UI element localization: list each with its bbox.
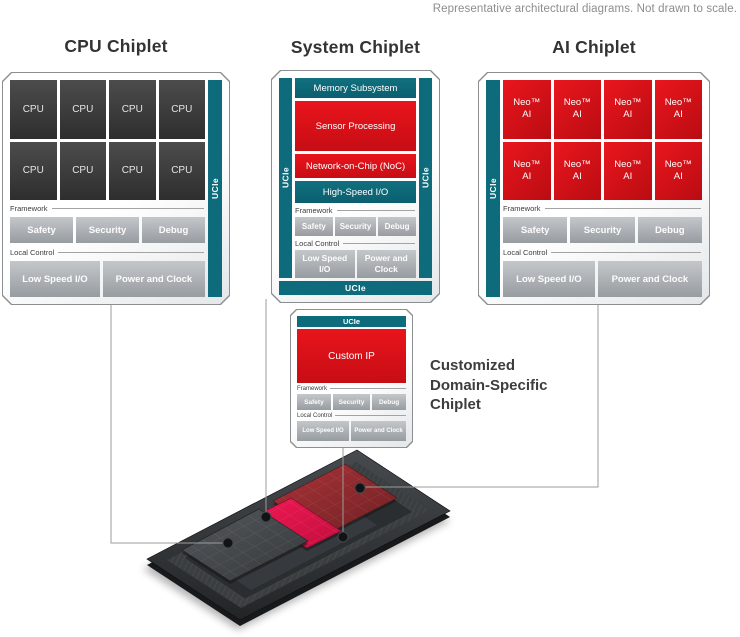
dot-custom xyxy=(337,531,349,543)
dot-cpu xyxy=(222,537,234,549)
connector-ai xyxy=(360,304,599,488)
dot-system xyxy=(260,511,272,523)
cpu-die-grid xyxy=(182,509,308,581)
connector-cpu xyxy=(110,300,228,544)
system-die-grid xyxy=(257,498,341,548)
dot-ai xyxy=(354,482,366,494)
